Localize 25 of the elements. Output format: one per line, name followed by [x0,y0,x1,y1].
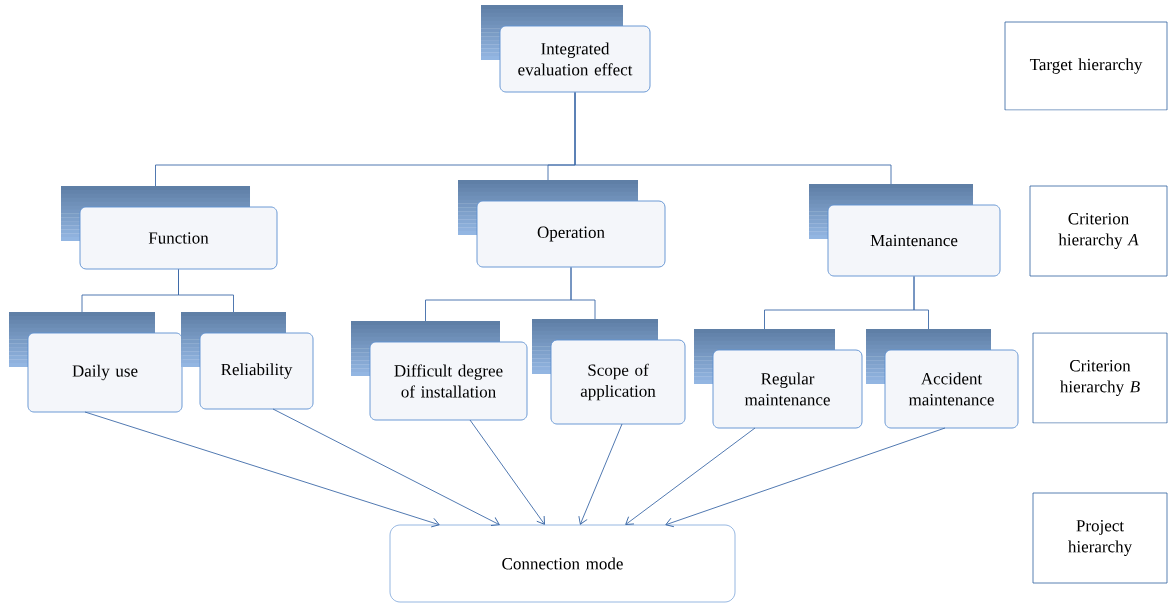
arrow [578,423,623,525]
hierarchy-box: Reliability [199,332,314,410]
connector-line [574,92,892,185]
hierarchy-box: Daily use [27,332,183,413]
connector-line [178,269,234,313]
level-label-box: Criterion hierarchy A [1029,185,1168,277]
hierarchy-box: Function [79,206,278,270]
connector-line [913,276,929,330]
arrow [469,419,545,525]
arrow [665,427,946,528]
arrow [84,411,440,528]
hierarchy-box: Integrated evaluation effect [499,25,651,93]
arrow [272,408,500,526]
hierarchy-box: Operation [476,200,666,268]
connector-line [570,267,596,320]
hierarchy-box: Scope of application [550,339,686,425]
hierarchy-box: Maintenance [827,204,1001,277]
hierarchy-box: Difficult degree of installation [369,341,528,421]
result-box: Connection mode [389,524,736,603]
hierarchy-box: Accident maintenance [884,349,1019,429]
hierarchy-box: Regular maintenance [712,349,863,429]
arrow [625,427,756,525]
level-label-box: Criterion hierarchy B [1032,332,1168,424]
level-label-box: Project hierarchy [1032,492,1168,584]
level-label-box: Target hierarchy [1004,21,1168,111]
